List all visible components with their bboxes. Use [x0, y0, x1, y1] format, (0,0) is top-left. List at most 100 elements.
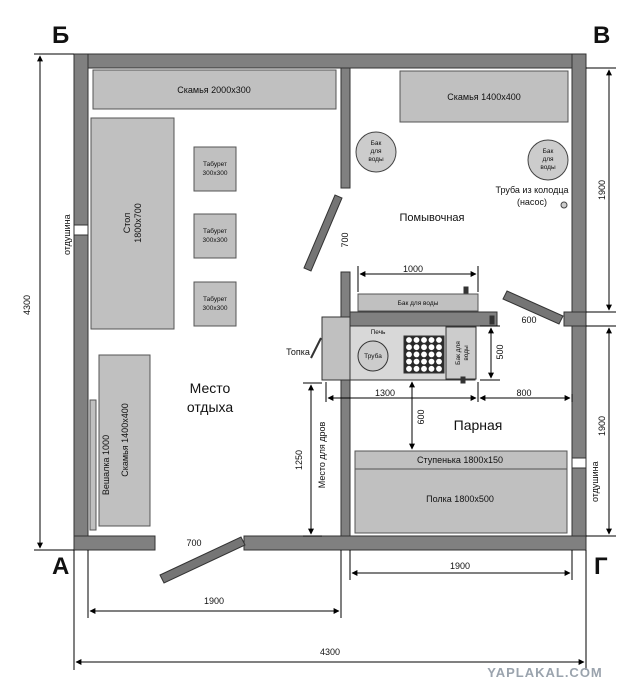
label-firewood: Место для дров — [317, 422, 327, 489]
watermark: YAPLAKAL.COM — [487, 665, 603, 680]
stove-stone — [436, 365, 442, 372]
label-pipe-line2: (насос) — [517, 197, 547, 207]
tap-1 — [463, 286, 469, 294]
label-tank-1-line1: Бак — [371, 140, 382, 147]
wall-partition-upper — [340, 67, 351, 189]
label-table-line1: Стол — [122, 213, 132, 234]
stove-stone — [428, 351, 435, 358]
label-chimney: Труба — [364, 352, 382, 360]
stove-stone — [406, 358, 412, 365]
dim-stove-depth: 500 — [495, 344, 505, 359]
wall-right-upper — [571, 53, 587, 315]
stove-stone — [436, 344, 442, 351]
label-tank-2-line1: Бак — [543, 148, 554, 155]
stove-stone — [406, 365, 412, 372]
corner-label-g: Г — [594, 553, 608, 580]
label-tank-2-line3: воды — [540, 164, 556, 171]
water-tank-round-2 — [527, 139, 569, 181]
door-entrance — [159, 536, 246, 584]
stove-stone — [413, 365, 420, 372]
dim-600: 600 — [416, 409, 426, 424]
stove-stone — [428, 358, 435, 365]
dim-total-width: 4300 — [320, 647, 340, 657]
walls — [73, 53, 587, 551]
vent-left-label: отдушина — [62, 214, 72, 255]
door-washroom — [303, 194, 343, 272]
wall-bottom-left — [73, 535, 156, 551]
stove-stone — [421, 358, 427, 365]
wall-bottom-right — [243, 535, 587, 551]
wall-steam-top-right — [563, 311, 587, 327]
vent-left — [73, 224, 89, 236]
label-steam-room: Парная — [454, 417, 503, 433]
label-stool-3-line1: Табурет — [203, 295, 227, 303]
label-tank-vertical-line1: Бак для — [455, 341, 462, 365]
stool-1 — [193, 146, 237, 192]
label-rest-area-line2: отдыха — [187, 399, 234, 415]
label-table-line2: 1800x700 — [133, 203, 143, 243]
stove-stone — [428, 337, 435, 343]
label-bench-lower-left: Скамья 1400x400 — [120, 403, 130, 476]
vent-right — [571, 457, 587, 469]
label-tank-1-line2: для — [370, 148, 382, 155]
label-stool-2-line1: Табурет — [203, 227, 227, 235]
stove-stone — [406, 351, 412, 358]
shelf — [354, 468, 568, 534]
label-tank-2-line2: для — [542, 156, 554, 163]
label-pipe-line1: Труба из колодца — [495, 185, 568, 195]
stove-stone — [428, 365, 435, 372]
label-bench-top-left: Скамья 2000x300 — [177, 85, 250, 95]
wall-right-lower — [571, 325, 587, 551]
dim-door-right: 600 — [521, 315, 536, 325]
wall-partition-lower — [340, 271, 351, 537]
stove-stone — [436, 337, 442, 343]
label-stool-1-line1: Табурет — [203, 160, 227, 168]
bench-lower-left — [98, 354, 151, 527]
wall-steam-top — [349, 311, 498, 327]
label-step: Ступенька 1800x150 — [417, 455, 503, 465]
tap-3 — [460, 376, 466, 384]
label-water-tank-long: Бак для воды — [398, 300, 439, 307]
dim-door-bottom: 700 — [186, 538, 201, 548]
bench-top-left — [92, 69, 337, 110]
stove-stone — [436, 351, 442, 358]
label-shelf: Полка 1800x500 — [426, 494, 494, 504]
stove-stone — [421, 344, 427, 351]
dim-800: 800 — [516, 388, 531, 398]
stove-stone — [413, 351, 420, 358]
water-tank-round-1 — [355, 131, 397, 173]
corner-label-a: А — [52, 553, 69, 580]
dim-bottom-left: 1900 — [204, 596, 224, 606]
stove-stone — [406, 337, 412, 343]
stove-stone — [421, 365, 427, 372]
water-tank-vertical — [445, 326, 477, 380]
stove-stone — [436, 358, 442, 365]
firebox-handle — [310, 337, 322, 359]
label-firebox: Топка — [286, 347, 310, 357]
stove-stone — [428, 344, 435, 351]
stove-stone — [413, 358, 420, 365]
corner-label-v: В — [593, 22, 610, 49]
dim-right-lower: 1900 — [597, 416, 607, 436]
stove-stone-holes — [406, 337, 442, 372]
bench-top-right — [399, 70, 569, 123]
stove-stone — [413, 337, 420, 343]
stove-stone — [421, 351, 427, 358]
label-washroom: Помывочная — [400, 212, 465, 224]
dim-tank-width: 1000 — [403, 264, 423, 274]
label-tank-vertical-line2: воды — [463, 345, 470, 361]
wall-top — [73, 53, 587, 69]
vent-right-label: отдушина — [590, 461, 600, 502]
stove-stone — [406, 344, 412, 351]
water-tank-long — [357, 293, 479, 312]
tap-2 — [489, 315, 495, 325]
chimney — [357, 340, 389, 372]
label-stove: Печь — [371, 329, 386, 336]
dim-door-upper: 700 — [340, 232, 350, 247]
wall-left — [73, 53, 89, 551]
stove-stone — [421, 337, 427, 343]
dim-firewood-height: 1250 — [294, 450, 304, 470]
label-hanger: Вешалка 1000 — [101, 435, 111, 495]
firebox — [321, 316, 351, 381]
